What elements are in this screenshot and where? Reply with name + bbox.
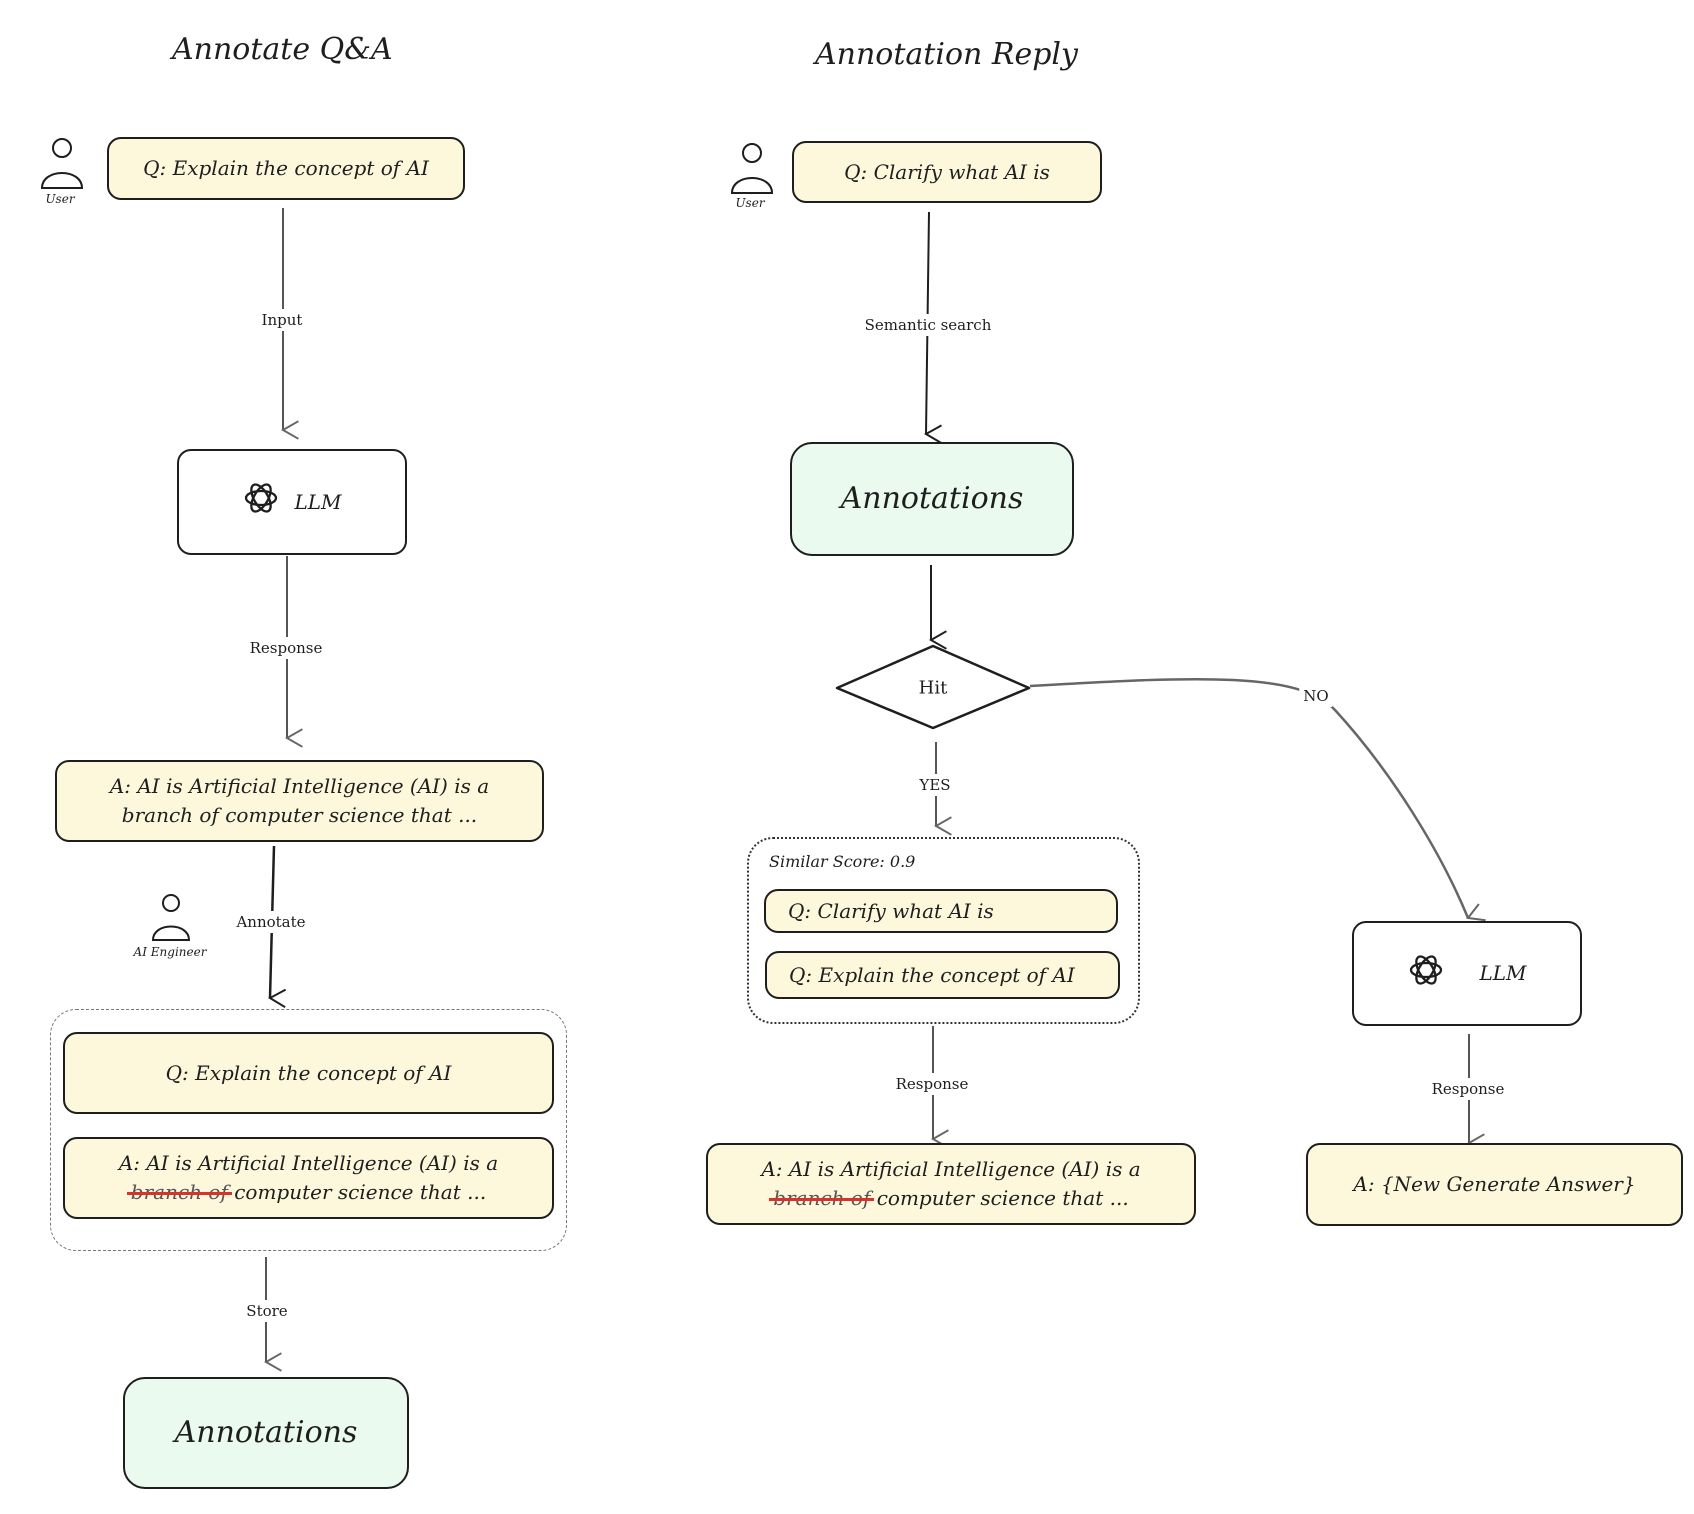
user-icon — [38, 134, 86, 198]
new-answer-box: A: {New Generate Answer} — [1306, 1143, 1683, 1226]
user-icon-right — [728, 139, 776, 203]
annotated-answer-box: A: AI is Artificial Intelligence (AI) is… — [63, 1137, 554, 1219]
no-label: NO — [1299, 685, 1333, 707]
annotated-answer-line1: A: AI is Artificial Intelligence (AI) is… — [118, 1151, 499, 1175]
annotated-answer-rest: computer science that ... — [227, 1180, 487, 1204]
llm-box-right: LLM — [1352, 921, 1582, 1026]
response-label-no: Response — [1427, 1078, 1509, 1100]
store-label: Store — [242, 1300, 292, 1322]
title-annotate-qa: Annotate Q&A — [172, 32, 393, 67]
hit-diamond — [835, 644, 1031, 730]
question-box-left: Q: Explain the concept of AI — [107, 137, 465, 200]
answer-box-right: A: AI is Artificial Intelligence (AI) is… — [706, 1143, 1196, 1225]
arrow-no — [1029, 677, 1486, 922]
answer-line2-left: branch of computer science that ... — [121, 803, 478, 827]
similar-score: Similar Score: 0.9 — [769, 852, 916, 871]
annotation-group-left — [50, 1009, 567, 1251]
annotations-box-right: Annotations — [790, 442, 1074, 556]
annotated-question-box: Q: Explain the concept of AI — [63, 1032, 554, 1114]
annotations-box-left: Annotations — [123, 1377, 409, 1489]
user-label-right: User — [735, 196, 765, 210]
similar-match-group — [747, 837, 1140, 1024]
engineer-label: AI Engineer — [133, 945, 207, 959]
input-label: Input — [257, 309, 307, 331]
match-question-2: Q: Explain the concept of AI — [765, 951, 1120, 999]
semantic-search-label: Semantic search — [860, 314, 996, 336]
match-question-1: Q: Clarify what AI is — [764, 889, 1118, 933]
llm-label-left: LLM — [294, 489, 342, 514]
answer-box-left: A: AI is Artificial Intelligence (AI) is… — [55, 760, 544, 842]
engineer-icon — [148, 892, 194, 948]
annotate-label: Annotate — [232, 911, 310, 933]
struck-text-right: branch of — [773, 1186, 871, 1210]
answer-line1-left: A: AI is Artificial Intelligence (AI) is… — [109, 774, 490, 798]
openai-icon — [242, 479, 280, 525]
llm-box-left: LLM — [177, 449, 407, 555]
hit-label: Hit — [918, 677, 948, 699]
response-label-yes: Response — [891, 1073, 973, 1095]
answer-rest-right: computer science that ... — [870, 1186, 1129, 1210]
title-annotation-reply: Annotation Reply — [815, 37, 1078, 72]
answer-line1-right: A: AI is Artificial Intelligence (AI) is… — [761, 1157, 1141, 1181]
response-label-left: Response — [245, 637, 327, 659]
user-label-left: User — [45, 192, 75, 206]
struck-text-left: branch of — [130, 1180, 228, 1204]
llm-label-right: LLM — [1479, 961, 1527, 985]
yes-label: YES — [915, 774, 955, 796]
question-box-right: Q: Clarify what AI is — [792, 141, 1102, 203]
openai-icon-right — [1407, 951, 1445, 997]
